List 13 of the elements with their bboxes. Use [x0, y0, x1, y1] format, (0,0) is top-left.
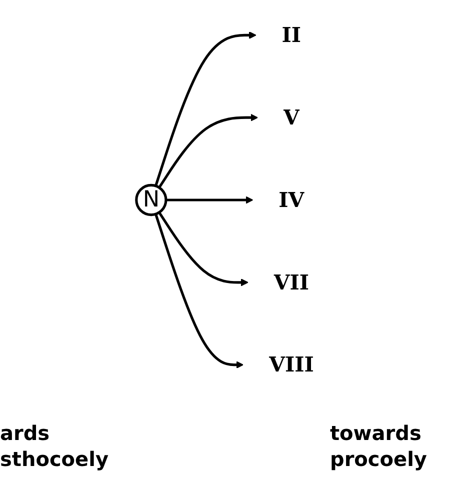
node-text: II — [282, 22, 302, 48]
node-text: V — [283, 104, 300, 130]
node-text: VIII — [268, 352, 314, 377]
note-text: towards procoely — [330, 420, 428, 472]
arrow — [154, 214, 244, 369]
arrow — [158, 212, 248, 286]
note-text: ards sthocoely — [0, 420, 110, 472]
arrow — [158, 114, 258, 188]
node-text: IV — [278, 187, 304, 212]
arrow — [166, 196, 254, 204]
arrow — [154, 31, 256, 186]
node-circle: N — [135, 184, 168, 216]
node-text: VII — [274, 270, 310, 294]
